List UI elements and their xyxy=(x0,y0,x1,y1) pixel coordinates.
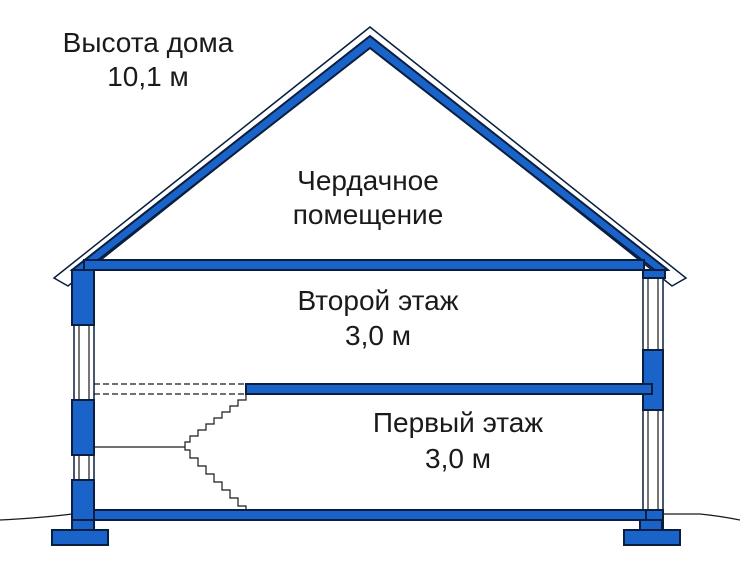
house-height-title: Высота дома xyxy=(63,27,234,58)
first-floor-height: 3,0 м xyxy=(425,443,491,474)
first-floor-name: Первый этаж xyxy=(373,407,543,438)
foundation-left xyxy=(51,519,109,546)
foundation-right xyxy=(623,519,681,546)
right-wall xyxy=(642,269,666,531)
second-floor-name: Второй этаж xyxy=(298,285,459,316)
house-height-value: 10,1 м xyxy=(107,61,189,92)
attic-label-line2: помещение xyxy=(293,199,444,230)
attic-label-line1: Чердачное xyxy=(297,165,439,196)
ground-floor-slab xyxy=(93,509,647,521)
left-wall xyxy=(71,269,95,521)
second-floor-slab xyxy=(94,383,653,395)
attic-floor-slab xyxy=(83,259,645,271)
ground-line xyxy=(0,513,740,521)
second-floor-height: 3,0 м xyxy=(345,320,411,351)
staircase xyxy=(94,394,247,512)
